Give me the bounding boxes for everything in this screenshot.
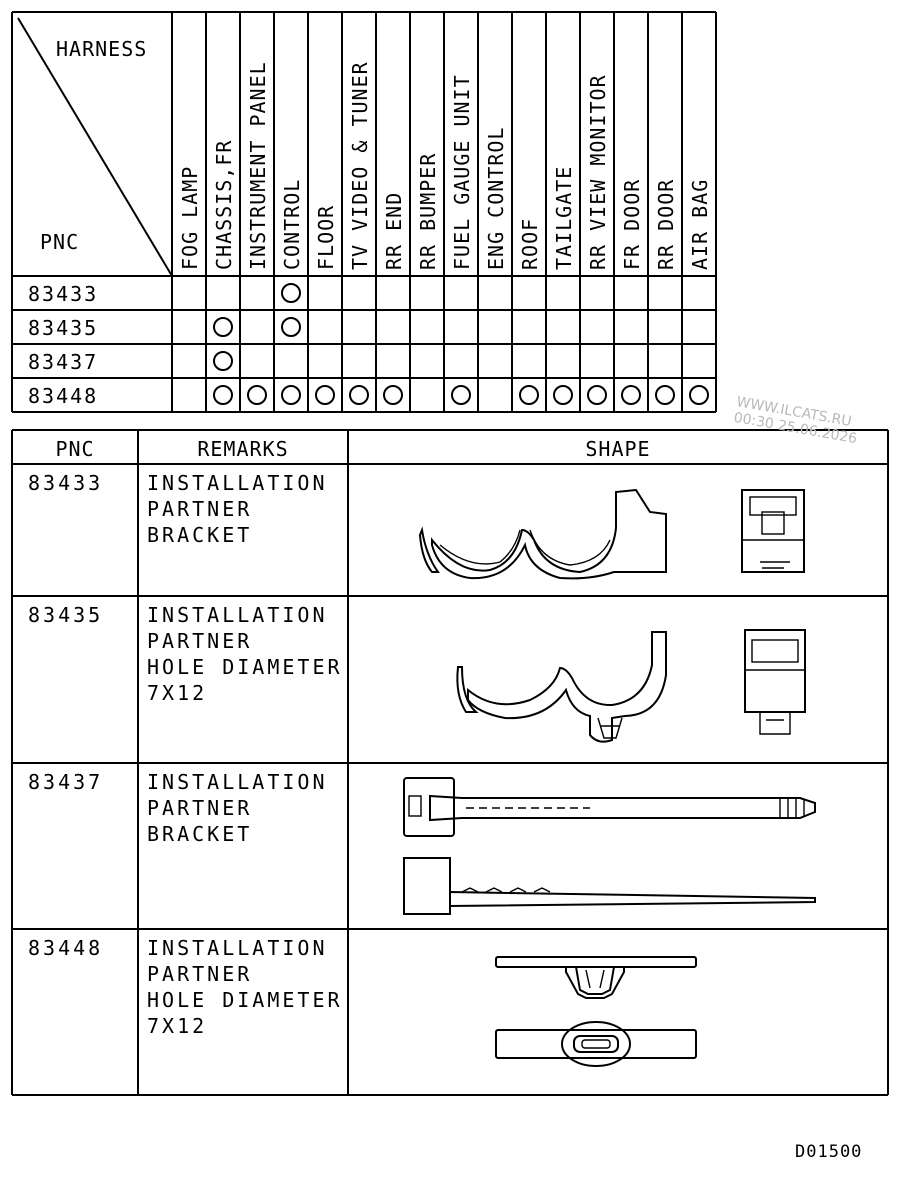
double-clamp-clip-icon: [456, 629, 806, 743]
usage-mark-circle: [689, 385, 709, 405]
usage-mark-circle: [281, 385, 301, 405]
usage-mark-circle: [587, 385, 607, 405]
column-header-air-bag: AIR BAG: [688, 178, 712, 270]
column-header-floor: FLOOR: [314, 204, 338, 270]
detail-row-pnc: 83437: [28, 770, 104, 794]
matrix-row-pnc: 83435: [28, 316, 99, 340]
usage-mark-circle: [519, 385, 539, 405]
column-header-fr-door: FR DOOR: [620, 178, 644, 270]
cable-tie-bracket-icon: [403, 777, 816, 915]
column-header-tv-video-tuner: TV VIDEO & TUNER: [348, 61, 372, 270]
matrix-row-pnc: 83433: [28, 282, 99, 306]
usage-mark-circle: [655, 385, 675, 405]
detail-row-remarks: INSTALLATION PARTNER BRACKET: [147, 471, 328, 547]
column-header-fuel-gauge-unit: FUEL GAUGE UNIT: [450, 74, 474, 270]
double-clamp-bracket-icon: [418, 488, 805, 580]
harness-axis-label: HARNESS: [56, 37, 148, 61]
detail-header-shape: SHAPE: [585, 437, 651, 461]
detail-row-pnc: 83435: [28, 603, 104, 627]
detail-row-pnc: 83433: [28, 471, 104, 495]
detail-row-remarks: INSTALLATION PARTNER BRACKET: [147, 770, 328, 846]
flat-clip-icon: [495, 956, 697, 1067]
usage-mark-circle: [213, 385, 233, 405]
pnc-axis-label: PNC: [40, 230, 80, 254]
column-header-rr-bumper: RR BUMPER: [416, 152, 440, 270]
usage-mark-circle: [281, 283, 301, 303]
column-header-chassis-fr: CHASSIS,FR: [212, 139, 236, 270]
usage-mark-circle: [281, 317, 301, 337]
column-header-rr-view-monitor: RR VIEW MONITOR: [586, 74, 610, 270]
usage-mark-circle: [315, 385, 335, 405]
matrix-row-pnc: 83437: [28, 350, 99, 374]
column-header-fog-lamp: FOG LAMP: [178, 165, 202, 270]
usage-mark-circle: [451, 385, 471, 405]
detail-header-pnc: PNC: [55, 437, 95, 461]
column-header-control: CONTROL: [280, 178, 304, 270]
detail-row-remarks: INSTALLATION PARTNER HOLE DIAMETER 7X12: [147, 936, 343, 1038]
detail-row-pnc: 83448: [28, 936, 104, 960]
usage-mark-circle: [247, 385, 267, 405]
column-header-rr-end: RR END: [382, 191, 406, 270]
usage-mark-circle: [349, 385, 369, 405]
detail-header-remarks: REMARKS: [197, 437, 289, 461]
document-code: D01500: [795, 1142, 863, 1162]
column-header-instrument-panel: INSTRUMENT PANEL: [246, 61, 270, 270]
column-header-rr-door: RR DOOR: [654, 178, 678, 270]
column-header-tailgate: TAILGATE: [552, 165, 576, 270]
usage-mark-circle: [621, 385, 641, 405]
column-header-eng-control: ENG CONTROL: [484, 126, 508, 270]
usage-mark-circle: [553, 385, 573, 405]
usage-mark-circle: [383, 385, 403, 405]
column-header-roof: ROOF: [518, 217, 542, 270]
usage-mark-circle: [213, 351, 233, 371]
usage-mark-circle: [213, 317, 233, 337]
detail-row-remarks: INSTALLATION PARTNER HOLE DIAMETER 7X12: [147, 603, 343, 705]
matrix-row-pnc: 83448: [28, 384, 99, 408]
corner-diagonal: [17, 17, 173, 277]
